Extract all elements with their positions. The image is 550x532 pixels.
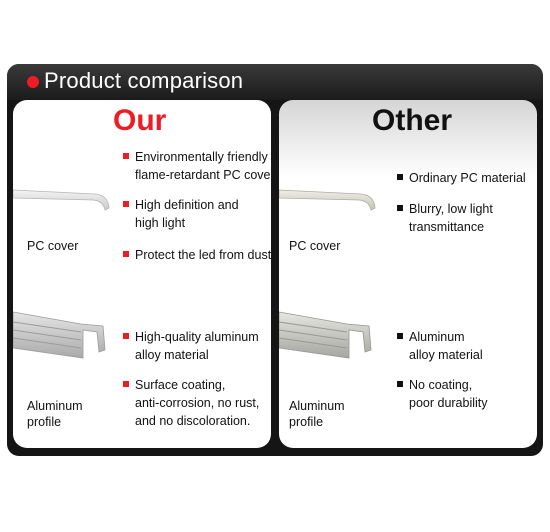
pc-cover-image (279, 189, 376, 211)
header-title: Product comparison (44, 68, 244, 93)
pc-cover-label: PC cover (27, 239, 79, 253)
square-bullet-icon (123, 251, 129, 257)
square-bullet-icon (397, 333, 403, 339)
header-bar: Product comparison (7, 64, 543, 100)
pc-cover-label: PC cover (289, 239, 341, 253)
square-bullet-icon (397, 205, 403, 211)
square-bullet-icon (123, 153, 129, 159)
red-dot-icon (27, 76, 39, 88)
other-feature-1: Ordinary PC material (397, 169, 526, 187)
square-bullet-icon (123, 201, 129, 207)
pc-cover-image (13, 189, 110, 211)
our-feature-5: Surface coating,anti-corrosion, no rust,… (123, 376, 259, 430)
comparison-frame: Product comparison Our PC cover Alu (7, 64, 543, 456)
other-title: Other (372, 104, 453, 137)
square-bullet-icon (123, 381, 129, 387)
aluminum-profile-image (13, 311, 106, 359)
aluminum-profile-image (279, 311, 372, 359)
our-title: Our (113, 104, 167, 137)
square-bullet-icon (397, 174, 403, 180)
square-bullet-icon (397, 381, 403, 387)
other-feature-4: No coating,poor durability (397, 376, 488, 412)
square-bullet-icon (123, 333, 129, 339)
our-feature-3: Protect the led from dust. (123, 246, 271, 264)
